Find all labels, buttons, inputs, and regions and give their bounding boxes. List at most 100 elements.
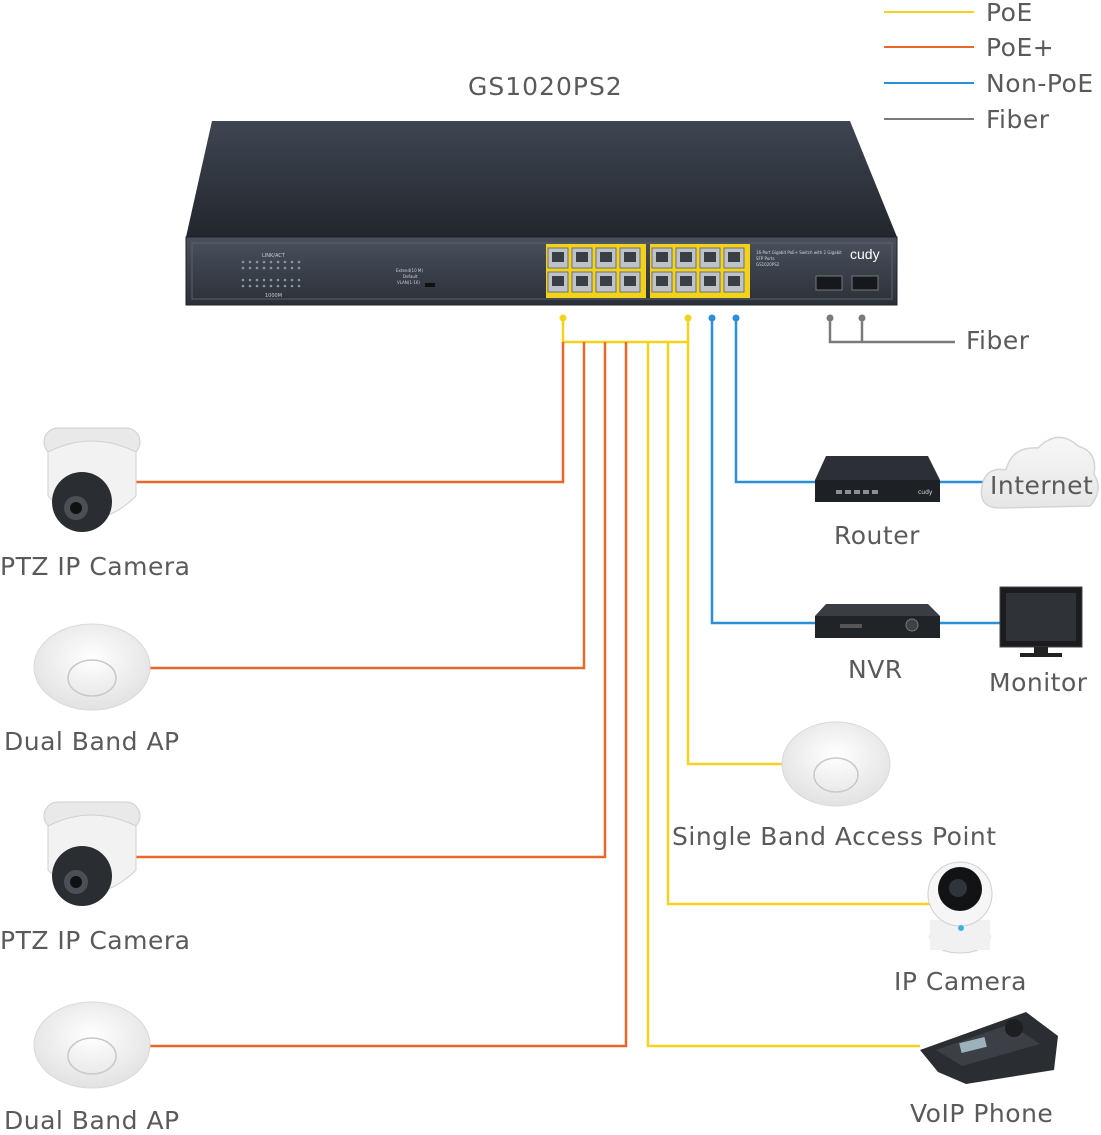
status-led [262,266,266,270]
switch-model-title: GS1020PS2 [468,72,623,101]
status-led [241,278,245,282]
non-poe-cable-nvr [710,318,816,625]
status-led [297,266,301,270]
internet-cloud-icon [980,436,1099,509]
legend-item-fiber: Fiber [884,101,1050,137]
switch-top [186,121,897,237]
dual-band-ap-1-icon [33,623,151,711]
legend-swatch-poe [884,11,974,13]
legend-item-non-poe: Non-PoE [884,65,1094,101]
status-led [269,284,273,288]
status-led [262,284,266,288]
svg-text:SFP Ports: SFP Ports [756,256,775,261]
led-panel: LINK/ACT 1000M [241,253,301,299]
poe-plus-cable-cam2 [134,342,607,859]
port-connection-dot [826,314,834,322]
poe-plus-cable-cam1 [134,342,565,484]
status-led [290,266,294,270]
status-led [241,284,245,288]
poe-cable-voip [646,342,920,1048]
legend-swatch-fiber [884,118,974,120]
status-led [290,260,294,264]
status-led [283,260,287,264]
status-led [255,260,259,264]
status-led [255,278,259,282]
internet-label: Internet [990,471,1094,500]
status-led [248,260,252,264]
status-led [262,260,266,264]
non-poe-cable-router [734,318,816,484]
single-band-ap-label: Single Band Access Point [672,822,997,851]
switch-front [185,236,898,306]
status-led [297,284,301,288]
dual-band-ap-1-label: Dual Band AP [4,727,180,756]
status-led [255,266,259,270]
ptz-camera-1-label: PTZ IP Camera [0,552,191,581]
status-led [297,260,301,264]
status-led [241,266,245,270]
port-connection-dot [732,314,740,322]
status-led [276,278,280,282]
svg-text:cudy: cudy [918,489,933,496]
status-led [269,278,273,282]
dual-band-ap-2-label: Dual Band AP [4,1106,180,1135]
status-led [269,266,273,270]
sfp-port-2 [851,275,879,291]
router-label: Router [834,521,920,550]
fiber-cable [828,318,955,344]
dual-band-ap-2-icon [33,1001,151,1089]
status-led [283,284,287,288]
nvr-label: NVR [848,655,903,684]
svg-text:Default: Default [403,274,418,279]
ip-camera-label: IP Camera [894,967,1028,996]
port-connection-dot [684,314,692,322]
status-led [248,266,252,270]
legend-swatch-poe-plus [884,46,974,48]
rj45-ports [546,244,750,298]
router-icon: cudy [815,456,940,502]
status-led [276,266,280,270]
port-connection-dot [708,314,716,322]
ip-camera-icon [927,861,993,954]
status-led [241,260,245,264]
port-connection-dot [559,314,567,322]
status-led [283,266,287,270]
status-led [297,278,301,282]
status-led [248,284,252,288]
single-band-ap-icon [781,721,891,807]
svg-text:1000M: 1000M [265,293,282,299]
poe-plus-cable-ap2 [150,342,628,1048]
switch-brand: cudy [850,246,880,262]
status-led [262,278,266,282]
svg-text:16-Port Gigabit PoE+ Switch wi: 16-Port Gigabit PoE+ Switch with 2 Gigab… [756,250,842,255]
legend-item-poe-plus: PoE+ [884,29,1054,65]
led-label: LINK/ACT [262,253,286,259]
sfp-port-1 [815,275,843,291]
mode-switch [425,283,435,287]
status-led [248,278,252,282]
poe-cable-bus [561,318,690,344]
ptz-camera-2-icon [43,801,141,906]
poe-cable-ipcam [666,342,930,906]
nvr-icon [815,604,940,638]
status-led [290,284,294,288]
status-led [290,278,294,282]
port-connection-dot [858,314,866,322]
voip-phone-label: VoIP Phone [910,1099,1054,1128]
legend-swatch-non-poe [884,82,974,84]
status-led [276,284,280,288]
ptz-camera-2-label: PTZ IP Camera [0,926,191,955]
poe-plus-cable-ap1 [150,342,586,670]
status-led [283,278,287,282]
voip-phone-icon [920,1012,1058,1084]
status-led [269,260,273,264]
monitor-label: Monitor [989,668,1088,697]
svg-text:Extend(10 M): Extend(10 M) [396,268,423,273]
switch-device: LINK/ACT 1000M Extend(10 M) Default VLAN… [185,121,898,306]
monitor-icon [999,586,1083,657]
svg-text:VLAN(1-16): VLAN(1-16) [397,280,420,285]
ptz-camera-1-icon [43,427,141,532]
legend-item-poe: PoE [884,0,1033,30]
poe-cable-single-ap [686,342,784,766]
